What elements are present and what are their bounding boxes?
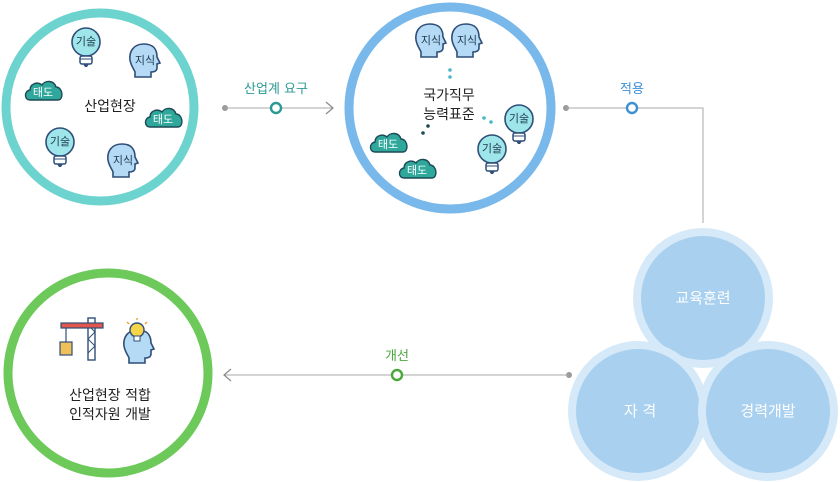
attitude-cloud-label: 태도 [153, 113, 173, 126]
skill-bulb-label: 기술 [482, 142, 502, 155]
knowledge-head-icon: 지식 [451, 23, 483, 58]
idea-bulb-icon [126, 318, 148, 342]
attitude-cloud-icon: 태도 [144, 107, 183, 128]
attitude-cloud-icon: 태도 [398, 158, 437, 179]
skill-bulb-label: 기술 [76, 35, 96, 48]
apply-label: 적용 [620, 82, 644, 97]
skill-bulb-icon: 기술 [45, 127, 75, 168]
industry-request-label: 산업계 요구 [244, 82, 308, 97]
apply-connector: 적용 [563, 82, 704, 223]
knowledge-head-label: 지식 [457, 34, 477, 47]
triad-cluster: 교육훈련 자 격 경력개발 [568, 228, 838, 481]
skill-bulb-icon: 기술 [71, 27, 101, 68]
qualification-label: 자 격 [624, 402, 656, 420]
knowledge-head-icon: 지식 [415, 23, 447, 58]
knowledge-head-icon: 지식 [107, 143, 139, 178]
result-label-line1: 산업현장 적합 [69, 388, 151, 404]
skill-bulb-icon: 기술 [477, 134, 507, 175]
skill-bulb-icon: 기술 [504, 104, 534, 145]
attitude-cloud-icon: 태도 [369, 132, 408, 153]
knowledge-head-label: 지식 [421, 34, 441, 47]
skill-bulb-label: 기술 [509, 112, 529, 125]
attitude-cloud-label: 태도 [407, 164, 427, 177]
attitude-cloud-icon: 태도 [24, 80, 63, 101]
attitude-cloud-label: 태도 [378, 138, 398, 151]
improve-label: 개선 [385, 349, 409, 364]
result-circle: 산업현장 적합 인적자원 개발 [3, 268, 213, 478]
ncs-label-line2: 능력표준 [423, 107, 475, 123]
knowledge-head-label: 지식 [135, 54, 155, 67]
improve-connector: 개선 [223, 349, 572, 382]
knowledge-head-icon: 지식 [129, 43, 161, 78]
knowledge-head-label: 지식 [113, 154, 133, 167]
crane-icon [59, 317, 104, 361]
skill-bulb-label: 기술 [50, 135, 70, 148]
career-label: 경력개발 [740, 402, 795, 420]
industry-request-connector: 산업계 요구 [222, 82, 334, 115]
ncs-circle: 국가직무 능력표준 지식 지식 기술 기술 태도 태도 [344, 2, 556, 214]
ncs-label-line1: 국가직무 [423, 88, 475, 104]
result-label-line2: 인적자원 개발 [69, 407, 151, 423]
field-circle: 산업현장 기술 지식 태도 태도 기술 지식 [1, 8, 199, 206]
attitude-cloud-label: 태도 [33, 86, 53, 99]
field-label: 산업현장 [84, 99, 136, 115]
training-label: 교육훈련 [675, 289, 730, 307]
